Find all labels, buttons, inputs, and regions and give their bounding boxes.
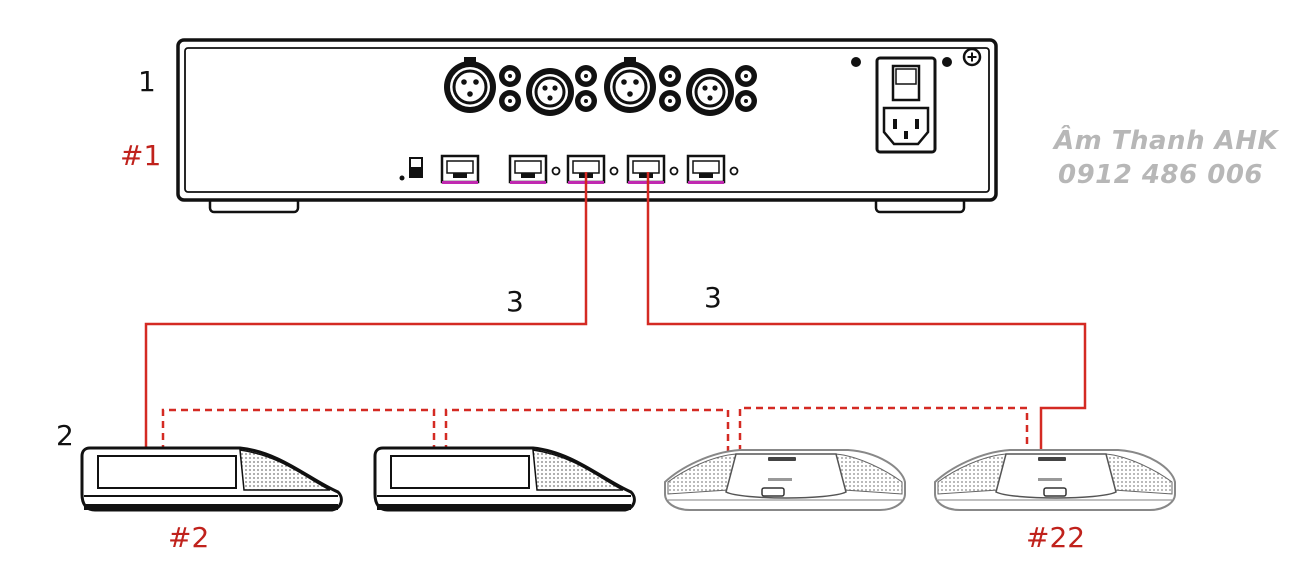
cable-right: [646, 172, 1087, 452]
discussion-unit: [80, 446, 343, 512]
cable-left-callout: 3: [506, 285, 524, 318]
port-led-icon: [551, 166, 561, 176]
rca-jack-icon: [499, 90, 521, 112]
mount-hole-icon: [942, 57, 952, 67]
rj45-port-icon: [686, 154, 726, 184]
rj45-port-icon: [626, 154, 666, 184]
xlr-socket-icon: [604, 57, 656, 113]
rocker-switch-icon: [891, 64, 921, 102]
rca-jack-icon: [735, 90, 757, 112]
cable-left: [144, 172, 588, 452]
last-device-address: #22: [1026, 521, 1086, 554]
devices-callout: 2: [56, 419, 74, 452]
rj45-port-icon: [440, 154, 480, 184]
port-led-icon: [609, 166, 619, 176]
rca-jack-icon: [659, 65, 681, 87]
xlr-socket-icon: [444, 57, 496, 113]
conference-device: [664, 449, 906, 511]
discussion-unit: [373, 446, 636, 512]
xlr-socket-icon: [686, 68, 734, 116]
power-section: [851, 47, 982, 154]
chain-link-2: [444, 408, 730, 452]
conference-device: [934, 449, 1176, 511]
port-led-icon: [669, 166, 679, 176]
watermark-line2: 0912 486 006: [1058, 160, 1264, 190]
iec-power-inlet-icon: [875, 56, 937, 154]
rca-jack-icon: [575, 90, 597, 112]
rj45-port-icon: [508, 154, 548, 184]
main-unit-address: #1: [120, 139, 162, 172]
watermark-line1: Âm Thanh AHK: [1054, 126, 1279, 156]
daisy-chain-links: [161, 406, 1029, 452]
dip-switch-lever: [410, 167, 422, 177]
indicator-dot: [399, 175, 405, 181]
trunk-cables: [144, 172, 1087, 452]
audio-connectors: [444, 57, 757, 116]
network-ports: [440, 154, 739, 184]
port-led-icon: [729, 166, 739, 176]
chain-link-1: [161, 408, 436, 452]
xlr-socket-icon: [526, 68, 574, 116]
chain-link-3: [738, 406, 1029, 452]
cable-right-callout: 3: [704, 281, 722, 314]
first-device-address: #2: [168, 521, 210, 554]
rca-jack-icon: [735, 65, 757, 87]
rca-jack-icon: [659, 90, 681, 112]
main-unit-callout: 1: [138, 65, 156, 98]
ground-screw-icon: [962, 47, 982, 67]
rca-jack-icon: [575, 65, 597, 87]
rca-jack-icon: [499, 65, 521, 87]
mount-hole-icon: [851, 57, 861, 67]
